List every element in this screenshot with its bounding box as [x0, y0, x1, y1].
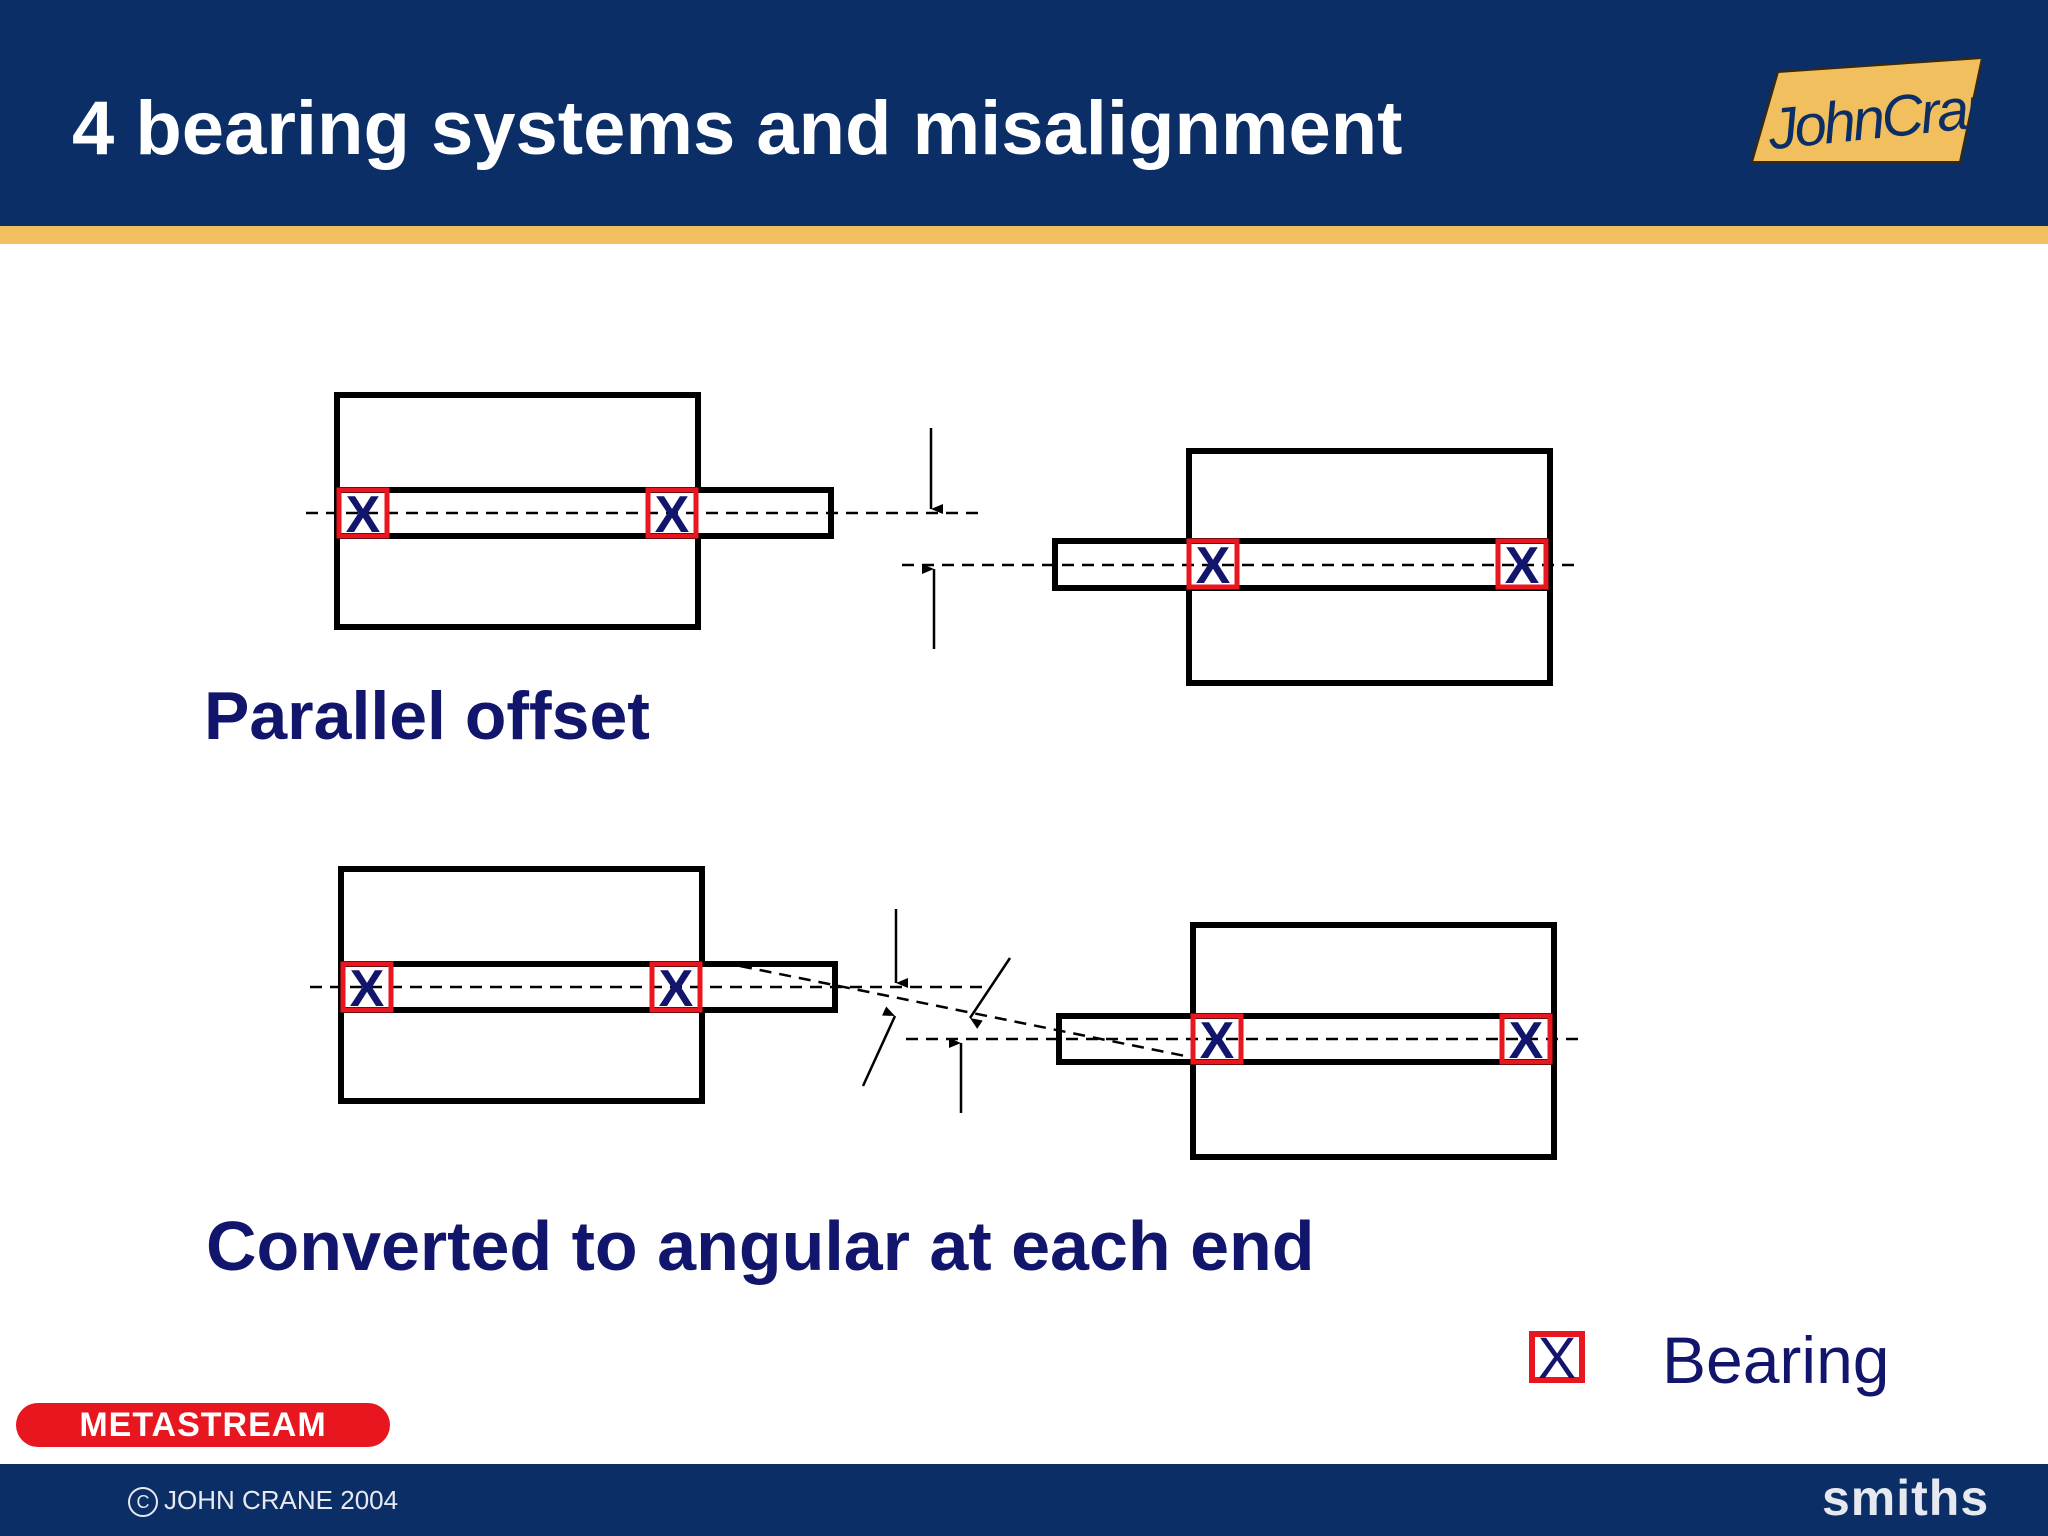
- footer-bar: [0, 1464, 2048, 1536]
- bearing-left-top-2: X: [645, 486, 699, 544]
- bearing-x-mark: X: [655, 486, 690, 544]
- bearing-x-mark: X: [1196, 537, 1231, 595]
- copyright-icon: C: [128, 1487, 158, 1518]
- bearing-x-mark: X: [346, 486, 381, 544]
- caption-parallel-offset: Parallel offset: [204, 678, 650, 754]
- bearing-right-top-2: X: [1495, 537, 1549, 595]
- bearing-box: [1499, 1013, 1553, 1065]
- legend-bearing-icon: X: [1529, 1328, 1585, 1388]
- john-crane-logo: [1752, 58, 1982, 163]
- bearing-box: [1495, 538, 1549, 590]
- bearing-x-mark: X: [1509, 1012, 1544, 1070]
- bearing-x-mark: X: [350, 960, 385, 1018]
- slide-title: 4 bearing systems and misalignment: [72, 86, 1403, 171]
- bearing-left-bottom-1: X: [340, 960, 394, 1018]
- header-bar: [0, 0, 2048, 226]
- header-accent-stripe: [0, 226, 2048, 244]
- bearing-right-bottom-2: X: [1499, 1012, 1553, 1070]
- smiths-logo: smiths: [1822, 1470, 1990, 1526]
- bearings: X X X X X X X X: [336, 486, 1553, 1070]
- caption-angular: Converted to angular at each end: [206, 1207, 1315, 1285]
- bearing-x-mark: X: [659, 960, 694, 1018]
- bearing-left-bottom-2: X: [649, 960, 703, 1018]
- angular-shaft-line: [739, 964, 1196, 1060]
- legend-label: Bearing: [1662, 1323, 1890, 1397]
- bearing-box: [649, 961, 703, 1013]
- copyright-text: JOHN CRANE 2004: [164, 1485, 399, 1515]
- bearing-right-top-1: X: [1186, 537, 1240, 595]
- arrow-angle-upper: [968, 957, 1012, 1029]
- bearing-box: [340, 961, 394, 1013]
- bearing-x-mark: X: [1200, 1012, 1235, 1070]
- offset-arrows: [861, 428, 1012, 1113]
- metastream-badge: METASTREAM: [16, 1403, 390, 1447]
- bearing-right-bottom-1: X: [1190, 1012, 1244, 1070]
- bearing-x-mark: X: [1505, 537, 1540, 595]
- bearing-box: [1186, 538, 1240, 590]
- bearing-box: [336, 487, 390, 539]
- shafts: [334, 487, 1557, 1065]
- svg-text:X: X: [1538, 1328, 1577, 1388]
- bearing-box: [645, 487, 699, 539]
- arrow-angle-lower: [861, 1006, 897, 1087]
- bearing-box: [1190, 1013, 1244, 1065]
- bearing-left-top-1: X: [336, 486, 390, 544]
